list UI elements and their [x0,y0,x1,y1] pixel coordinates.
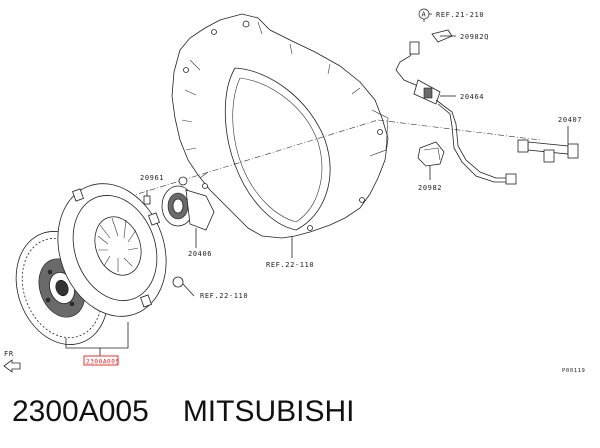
center-axis-line [117,119,379,201]
transmission-housing [171,13,389,239]
label-20464: 20464 [460,93,484,101]
parts-diagram: A REF.21-210 20982Q 20464 20407 20961 20… [3,8,585,374]
bleeder-20407 [517,139,579,163]
fr-arrow-icon [3,359,21,373]
label-ref-21-210: REF.21-210 [436,11,484,19]
circle-a-marker [418,8,430,20]
label-ref-22-110-bell: REF.22-110 [266,261,314,269]
clutch-cover [57,183,167,317]
pivot-bolt [172,276,195,297]
caption-brand: MITSUBISHI [182,395,355,428]
label-diagram-code: P00119 [562,368,585,374]
label-20982: 20982 [418,184,442,192]
label-fr: FR [4,350,14,358]
axis-line-right [377,119,541,141]
bolt-20961 [143,190,151,205]
label-20406: 20406 [188,250,212,258]
label-20407: 20407 [558,116,582,124]
label-ref-22-110-bolt: REF.22-110 [200,292,248,300]
clip-20982 [417,141,445,167]
highlight-box [83,355,119,366]
label-20982q: 20982Q [460,33,489,41]
caption-bar: 2300A005 MITSUBISHI [12,392,355,432]
label-highlight-part[interactable]: 2300A005 [86,359,120,366]
hydraulic-line [395,41,517,185]
label-20961: 20961 [140,174,164,182]
label-circle-a: A [422,11,427,19]
assembly-bracket [65,322,129,349]
release-bearing [161,176,215,248]
caption-part-number: 2300A005 [12,395,149,428]
